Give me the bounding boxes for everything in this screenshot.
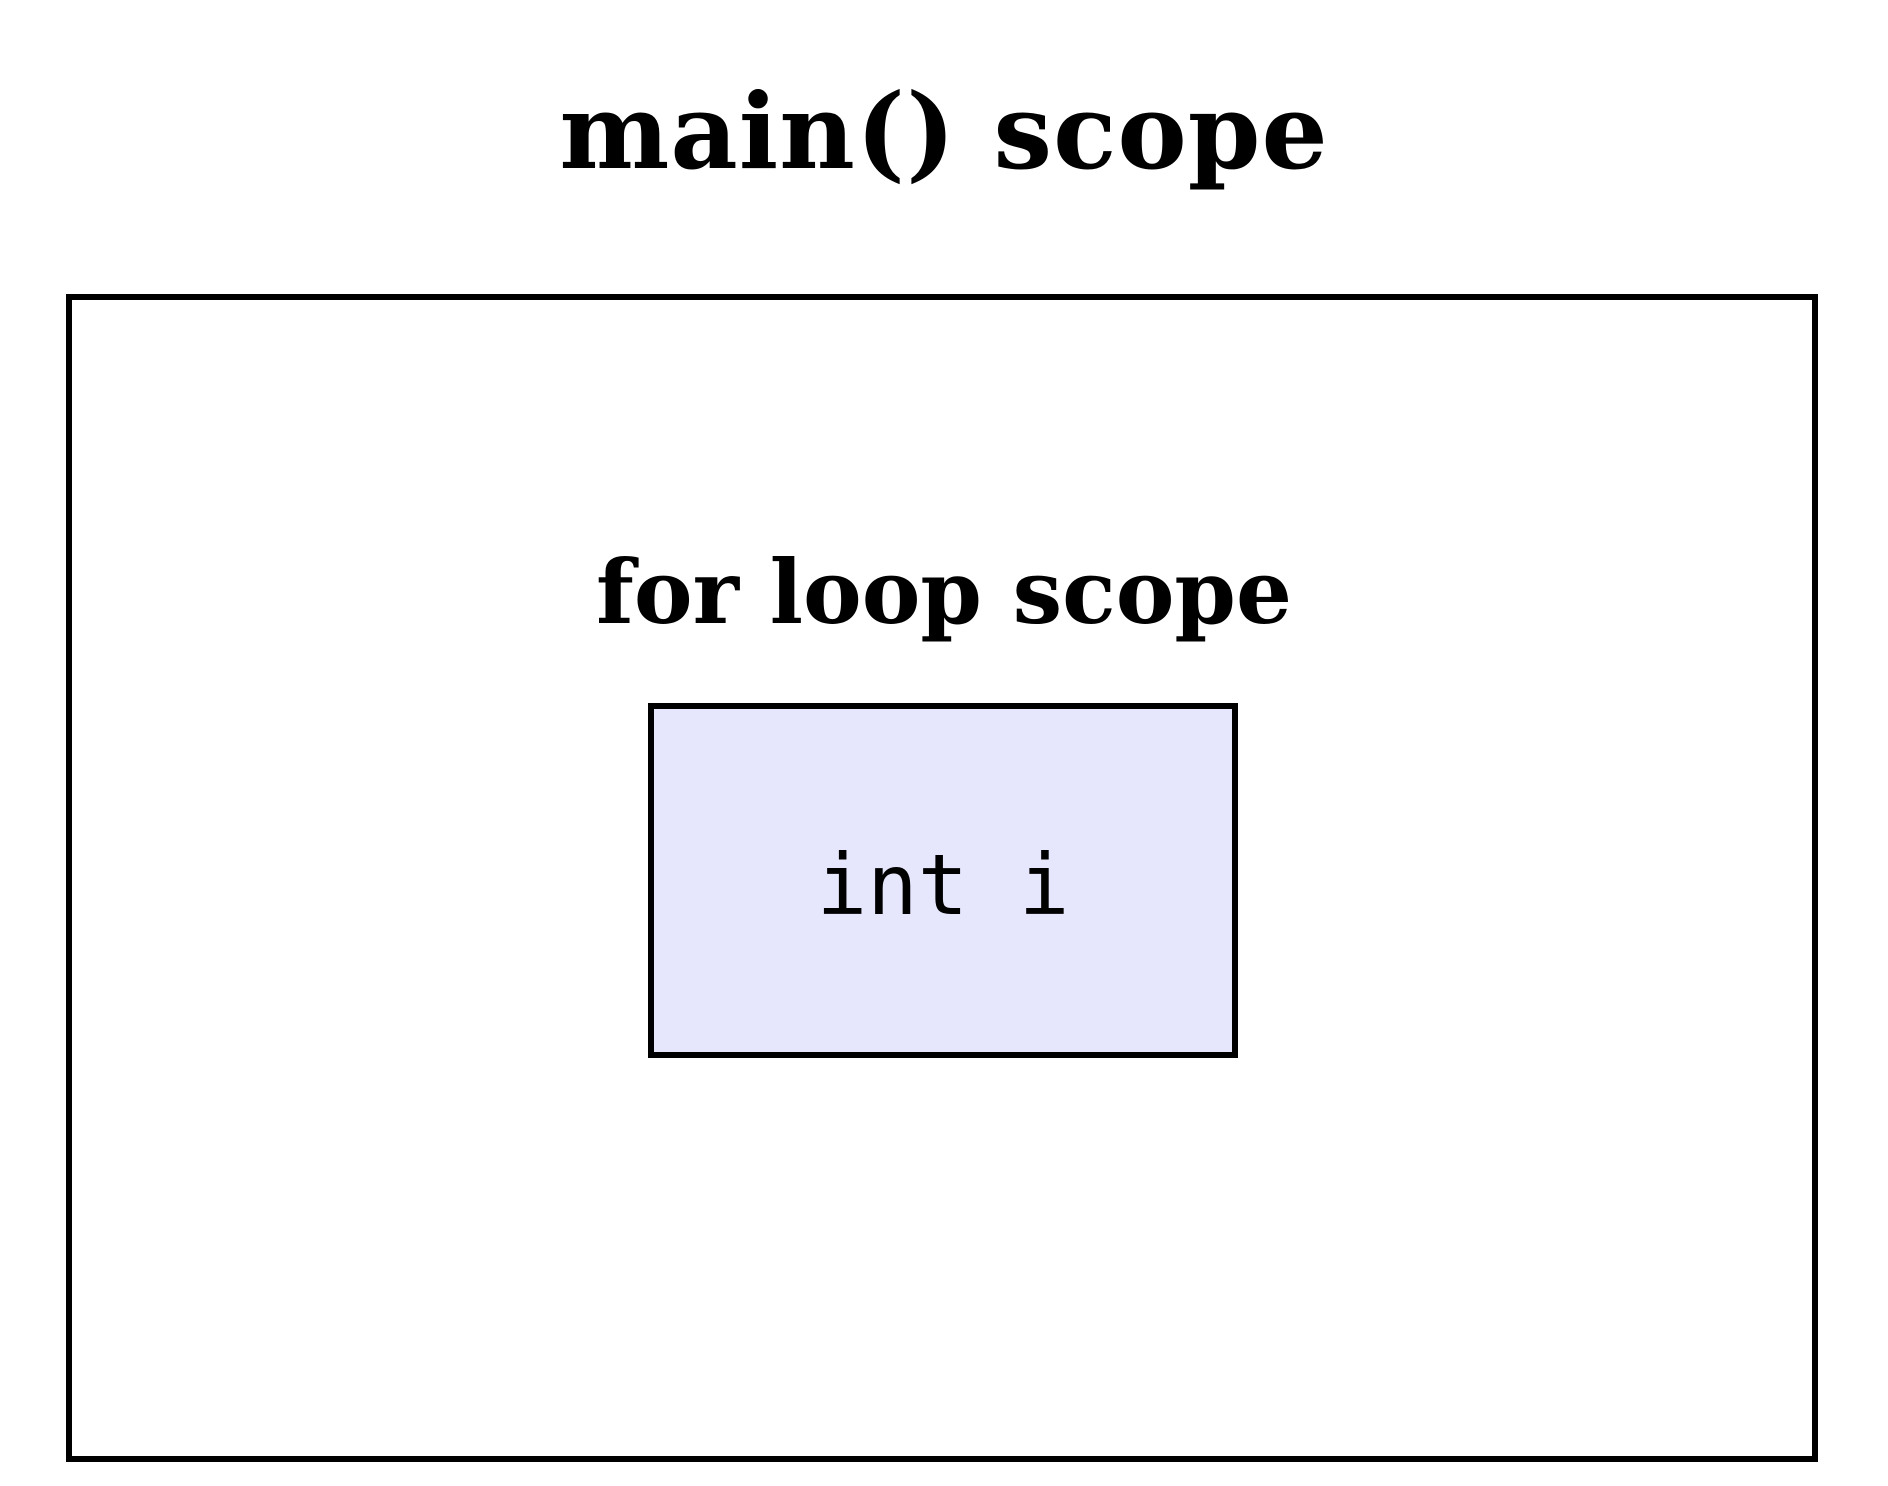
variable-int-i-box: int i: [648, 703, 1238, 1058]
main-scope-title: main() scope: [559, 70, 1329, 193]
variable-label: int i: [816, 835, 1070, 934]
for-loop-scope-title: for loop scope: [596, 540, 1292, 644]
